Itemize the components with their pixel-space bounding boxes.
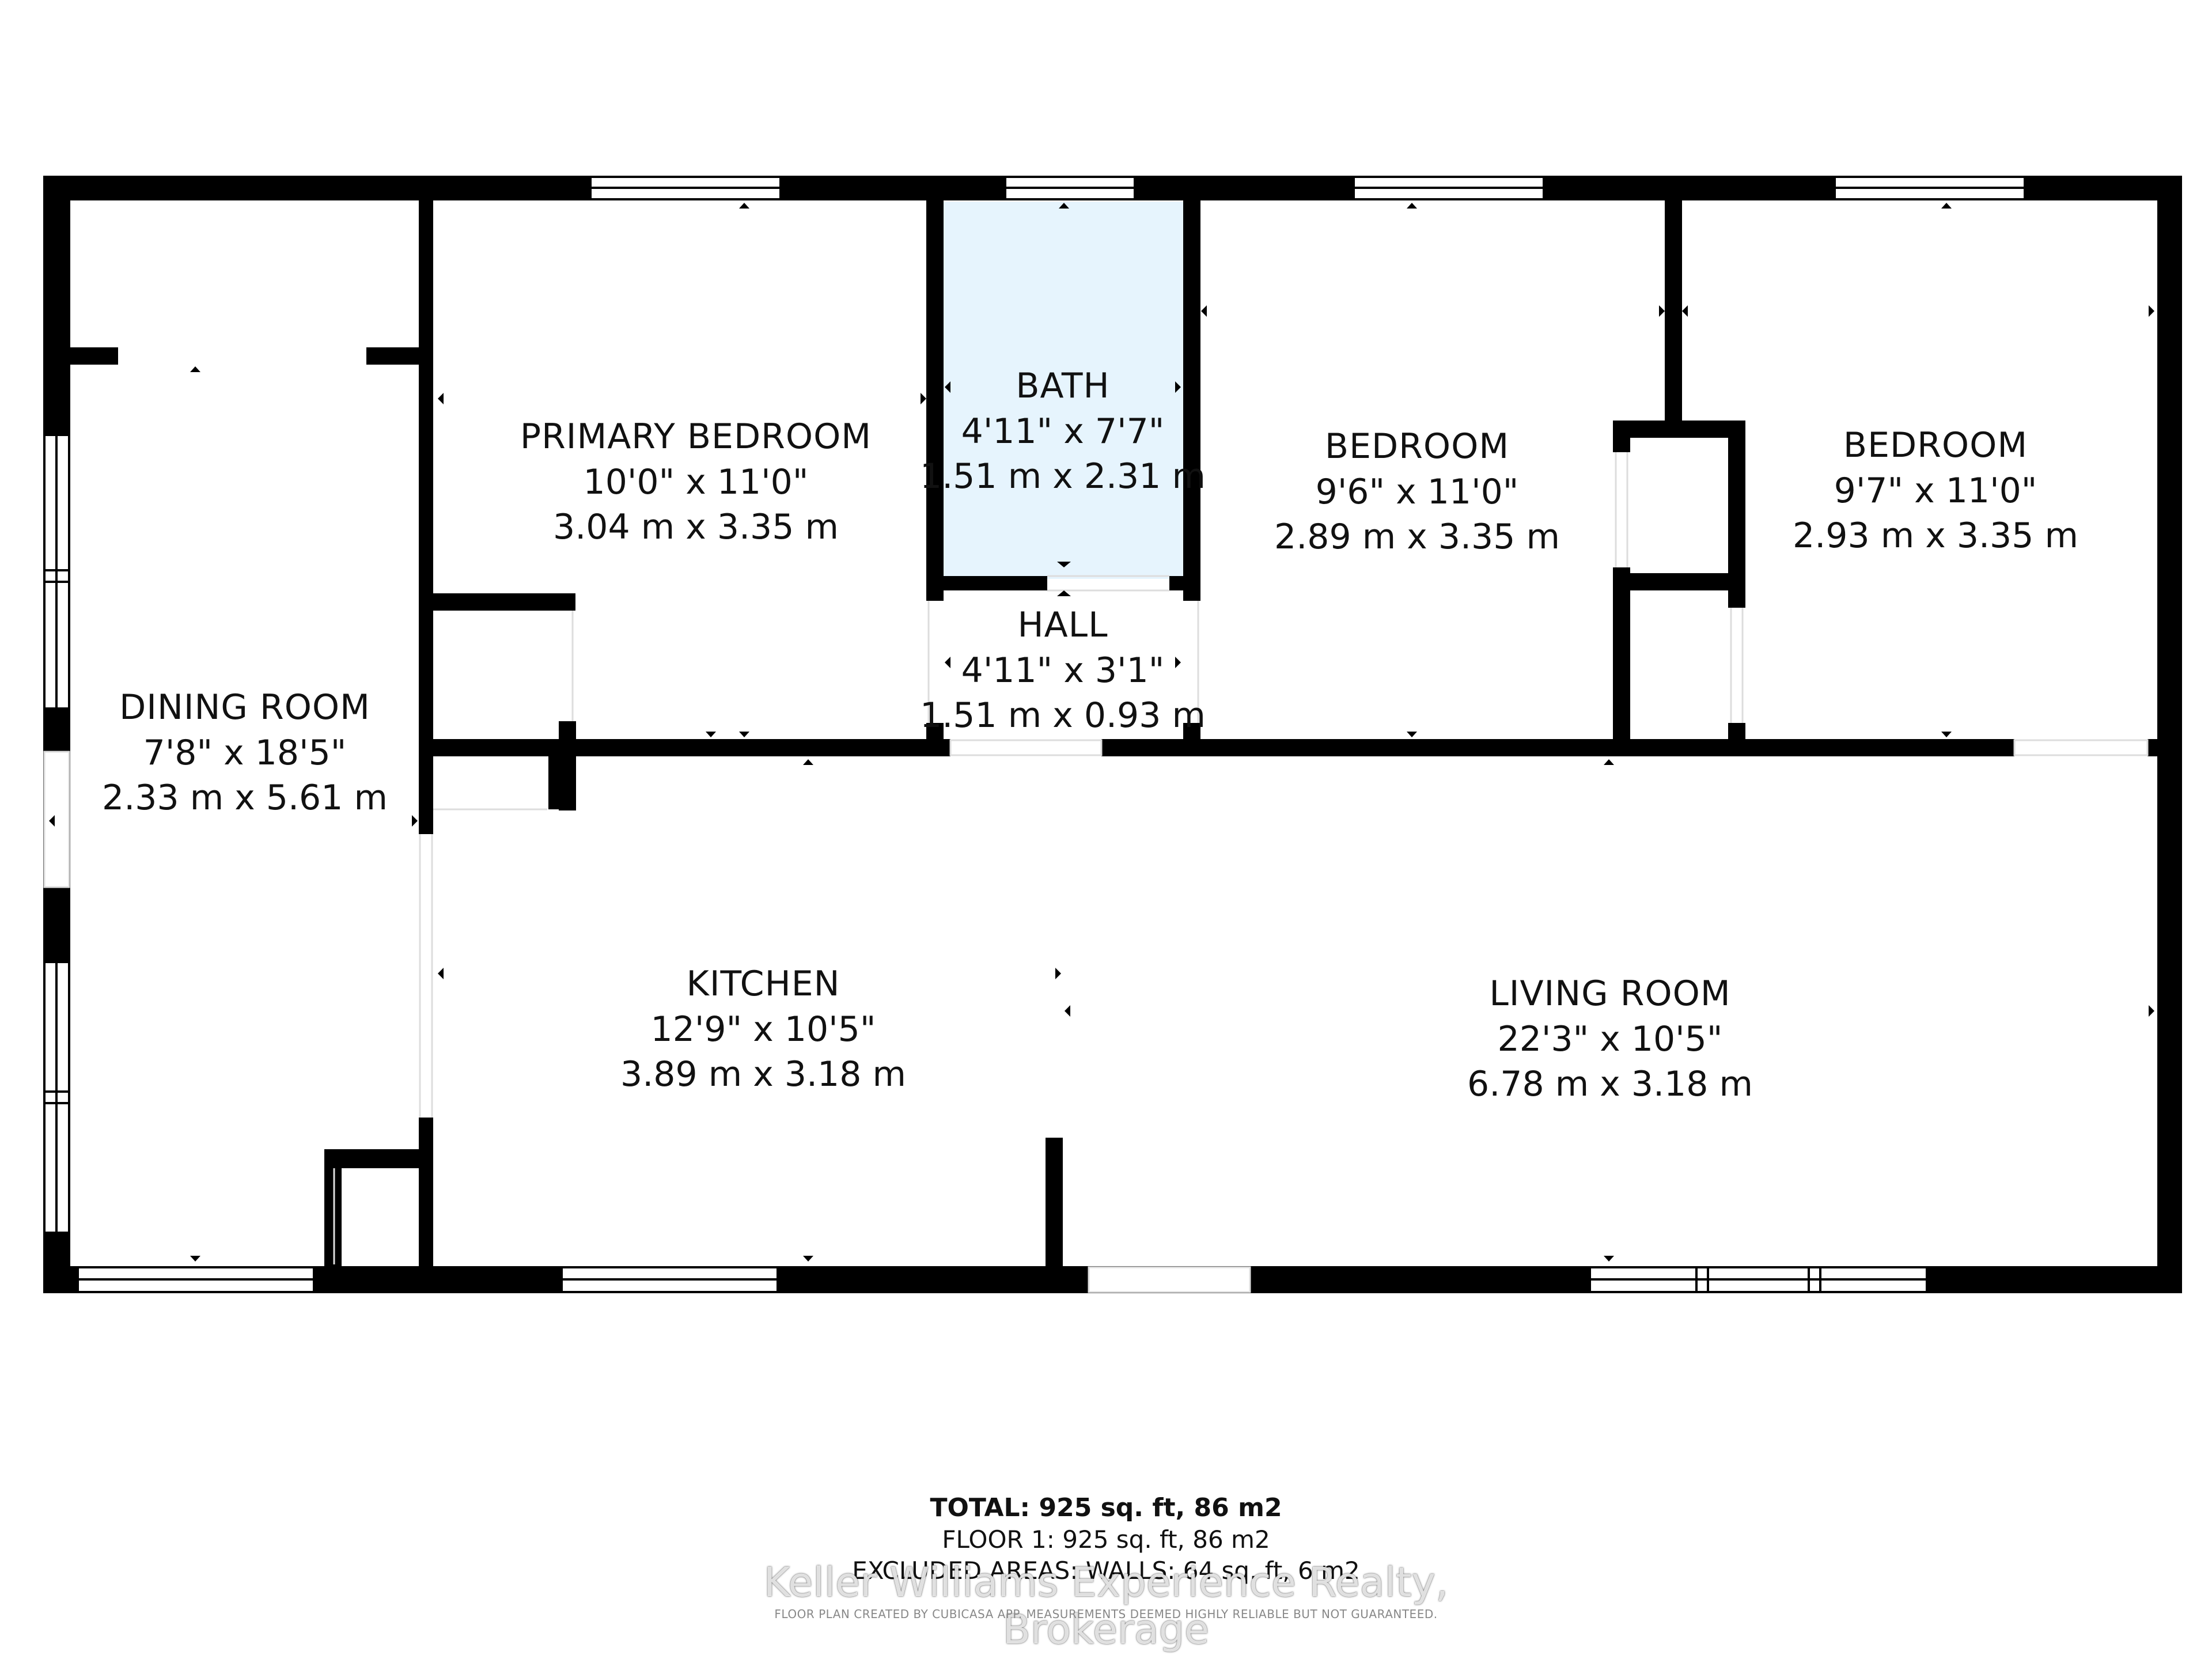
room-metric: 3.04 m x 3.35 m <box>553 507 839 547</box>
room-name: PRIMARY BEDROOM <box>520 416 872 457</box>
room-name: KITCHEN <box>686 964 840 1004</box>
room-dining: DINING ROOM 7'8" x 18'5" 2.33 m x 5.61 m <box>0 684 504 820</box>
room-imperial: 10'0" x 11'0" <box>583 462 809 502</box>
room-hall: HALL 4'11" x 3'1" 1.51 m x 0.93 m <box>804 602 1322 738</box>
total-area: TOTAL: 925 sq. ft, 86 m2 <box>930 1493 1282 1522</box>
room-name: BEDROOM <box>1324 426 1510 467</box>
room-metric: 2.93 m x 3.35 m <box>1793 516 2078 556</box>
room-metric: 1.51 m x 2.31 m <box>920 456 1206 497</box>
room-metric: 1.51 m x 0.93 m <box>920 695 1206 736</box>
room-primary-bedroom: PRIMARY BEDROOM 10'0" x 11'0" 3.04 m x 3… <box>437 414 955 550</box>
room-metric: 2.33 m x 5.61 m <box>102 778 388 818</box>
room-name: HALL <box>1017 605 1108 645</box>
area-summary: TOTAL: 925 sq. ft, 86 m2 FLOOR 1: 925 sq… <box>818 1492 1394 1586</box>
room-imperial: 4'11" x 3'1" <box>961 650 1165 691</box>
room-metric: 6.78 m x 3.18 m <box>1467 1064 1753 1104</box>
walls <box>43 176 2182 1293</box>
room-kitchen: KITCHEN 12'9" x 10'5" 3.89 m x 3.18 m <box>504 961 1022 1097</box>
opening-lines <box>43 452 2149 1293</box>
room-bedroom-3: BEDROOM 9'7" x 11'0" 2.93 m x 3.35 m <box>1676 422 2195 558</box>
room-name: BATH <box>1016 366 1110 406</box>
room-imperial: 22'3" x 10'5" <box>1497 1019 1723 1059</box>
room-living: LIVING ROOM 22'3" x 10'5" 6.78 m x 3.18 … <box>1351 971 1869 1107</box>
room-bedroom-2: BEDROOM 9'6" x 11'0" 2.89 m x 3.35 m <box>1158 423 1676 559</box>
room-name: DINING ROOM <box>119 687 370 728</box>
windows <box>43 176 2026 1293</box>
room-imperial: 12'9" x 10'5" <box>650 1009 876 1050</box>
brokerage-watermark: Keller Williams Experience Realty, Broke… <box>763 1559 1449 1653</box>
room-name: LIVING ROOM <box>1489 974 1731 1014</box>
openings <box>44 740 2147 1292</box>
room-metric: 3.89 m x 3.18 m <box>620 1054 906 1094</box>
room-name: BEDROOM <box>1843 425 2028 465</box>
room-imperial: 7'8" x 18'5" <box>143 733 347 773</box>
disclaimer: FLOOR PLAN CREATED BY CUBICASA APP. MEAS… <box>774 1607 1438 1621</box>
room-imperial: 9'6" x 11'0" <box>1315 472 1519 512</box>
room-bath: BATH 4'11" x 7'7" 1.51 m x 2.31 m <box>804 363 1322 499</box>
room-imperial: 4'11" x 7'7" <box>961 411 1165 452</box>
floor-1-area: FLOOR 1: 925 sq. ft, 86 m2 <box>942 1525 1270 1554</box>
room-metric: 2.89 m x 3.35 m <box>1274 517 1560 557</box>
room-imperial: 9'7" x 11'0" <box>1834 471 2037 511</box>
excluded-areas: EXCLUDED AREAS: WALLS: 64 sq. ft, 6 m2 <box>852 1556 1360 1585</box>
markers <box>49 203 2154 1262</box>
bath-fill <box>944 202 1183 579</box>
